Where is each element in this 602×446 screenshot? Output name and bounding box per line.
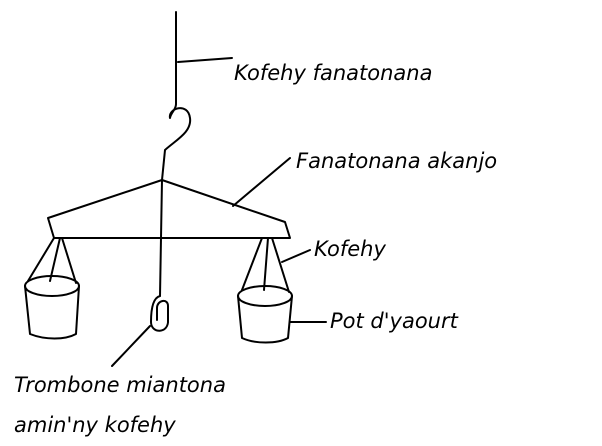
right-string-c	[271, 237, 290, 293]
hanger-frame	[47, 179, 291, 239]
paperclip-icon	[150, 295, 170, 332]
left-yogurt-cup-rim	[24, 275, 80, 297]
label-trombone-line1: Trombone miantona	[14, 373, 226, 397]
label-trombone-line2: amin'ny kofehy	[14, 413, 176, 437]
right-string-a	[241, 237, 263, 291]
leader-kofehy	[281, 249, 311, 263]
label-pot-dyaourt: Pot d'yaourt	[330, 309, 459, 333]
right-yogurt-cup-body	[237, 295, 293, 344]
left-string-c	[61, 237, 77, 284]
center-thread	[159, 179, 163, 297]
label-kofehy: Kofehy	[314, 237, 386, 261]
label-fanatonana-akanjo: Fanatonana akanjo	[296, 149, 497, 173]
left-string-a	[27, 237, 55, 282]
hanger-hook	[161, 103, 192, 181]
right-string-b	[263, 237, 269, 291]
left-yogurt-cup-body	[24, 285, 80, 340]
leader-trombone	[111, 325, 151, 367]
leader-fanatonana-akanjo	[232, 157, 291, 207]
leader-kofehy-fanatonana	[177, 57, 233, 63]
left-string-b	[49, 237, 61, 282]
label-kofehy-fanatonana: Kofehy fanatonana	[234, 61, 432, 85]
